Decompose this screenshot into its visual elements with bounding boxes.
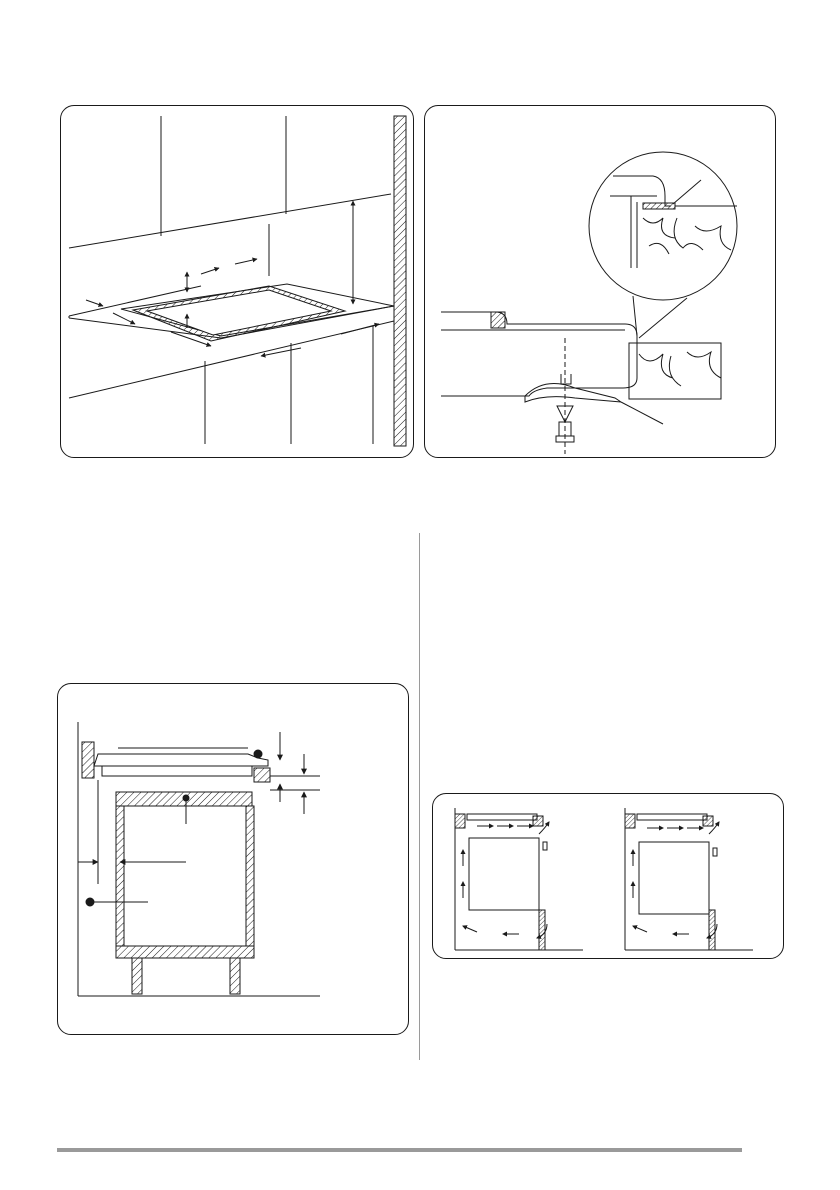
cabinet-section-figure xyxy=(57,683,409,1035)
bracket-clamp-diagram xyxy=(425,106,777,459)
ventilation-figure xyxy=(432,793,784,959)
column-divider xyxy=(419,533,420,1060)
worktop-cutout-diagram xyxy=(61,106,415,459)
cabinet-section-diagram xyxy=(58,684,410,1036)
airflow-diagram xyxy=(433,794,785,960)
footer-rule xyxy=(57,1148,742,1152)
bracket-detail-figure xyxy=(424,105,776,458)
worktop-cutout-figure xyxy=(60,105,414,458)
